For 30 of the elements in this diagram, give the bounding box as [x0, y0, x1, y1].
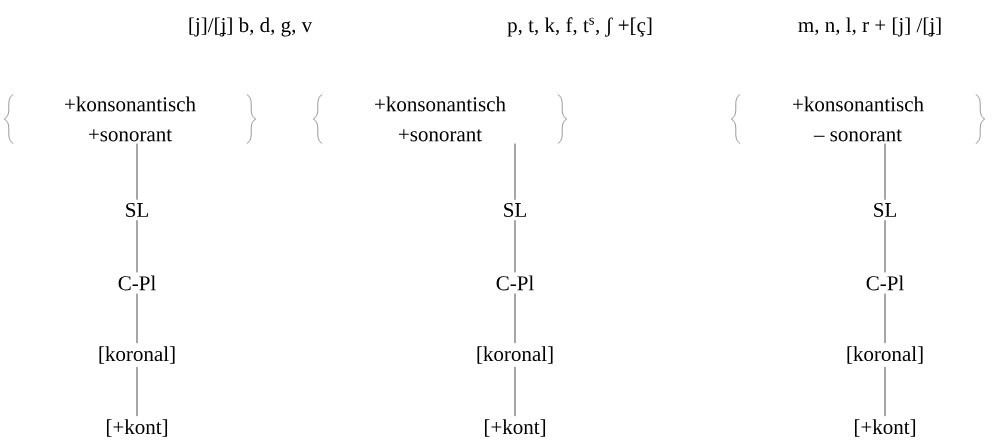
- segment-header: p, t, k, f, t$^{s}$, ʃ +[ç]: [507, 17, 652, 37]
- feature-label: [koronal]: [477, 346, 553, 364]
- feature-bundle: +konsonantisch – sonorant: [731, 94, 985, 144]
- tree-line: [136, 293, 138, 344]
- feature-label: SL: [874, 202, 896, 218]
- feature-label: [+kont]: [855, 419, 916, 437]
- feature-label: SL: [504, 202, 526, 218]
- tree-line: [884, 143, 886, 201]
- tree-line: [136, 219, 138, 273]
- feature-bundle: +konsonantisch +sonorant: [313, 94, 567, 144]
- tree-line: [884, 366, 886, 417]
- feature-label: [+kont]: [107, 419, 168, 437]
- tree-line: [136, 143, 138, 201]
- tree-line: [884, 219, 886, 273]
- feature-label: C-Pl: [866, 275, 904, 291]
- tree-line: [514, 143, 516, 201]
- tree-line: [884, 293, 886, 344]
- feature-label: [koronal]: [99, 346, 175, 364]
- segment-header: [j]/[ʝ] b, d, g, v: [189, 17, 313, 37]
- feature-label: [koronal]: [847, 346, 923, 364]
- feature-label: C-Pl: [496, 275, 534, 291]
- segment-header: m, n, l, r + [j] /[ʝ]: [798, 17, 941, 37]
- tree-line: [514, 219, 516, 273]
- feature-label: C-Pl: [118, 275, 156, 291]
- tree-line: [514, 366, 516, 417]
- feature-bundle: +konsonantisch +sonorant: [4, 94, 256, 144]
- feature-label: [+kont]: [485, 419, 546, 437]
- tree-line: [514, 293, 516, 344]
- feature-label: SL: [126, 202, 148, 218]
- tree-line: [136, 366, 138, 417]
